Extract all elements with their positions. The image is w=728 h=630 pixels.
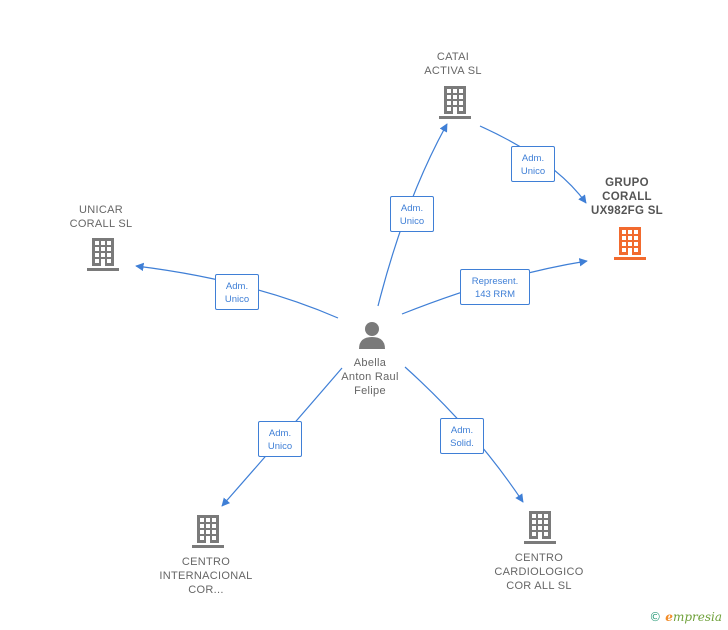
node-label-unicar[interactable]: UNICAR CORALL SL [69, 204, 133, 230]
edge-label-person-centro_int[interactable]: Adm. Unico [258, 421, 302, 457]
edge-label-person-grupo[interactable]: Represent. 143 RRM [460, 269, 530, 305]
edge-label-catai-grupo[interactable]: Adm. Unico [511, 146, 555, 182]
edge-label-person-unicar[interactable]: Adm. Unico [215, 274, 259, 310]
edge-label-person-catai[interactable]: Adm. Unico [390, 196, 434, 232]
building-icon-unicar[interactable] [87, 238, 119, 271]
node-label-grupo[interactable]: GRUPO CORALL UX982FG SL [590, 177, 664, 217]
node-label-centro_int[interactable]: CENTRO INTERNACIONAL COR... [159, 556, 253, 596]
person-icon[interactable] [359, 322, 385, 349]
building-icon-centro_int[interactable] [192, 515, 224, 548]
building-icon-catai[interactable] [439, 86, 471, 119]
edge-label-person-centro_card[interactable]: Adm. Solid. [440, 418, 484, 454]
node-label-catai[interactable]: CATAI ACTIVA SL [424, 51, 482, 77]
brand-initial: e [665, 610, 673, 624]
copyright-symbol: © [649, 610, 662, 624]
node-label-person[interactable]: Abella Anton Raul Felipe [341, 357, 399, 397]
empresia-logo[interactable]: ©empresia [649, 610, 722, 624]
building-icon-centro_card[interactable] [524, 511, 556, 544]
brand-name: mpresia [672, 610, 722, 624]
building-icon-grupo[interactable] [614, 227, 646, 260]
node-label-centro_card[interactable]: CENTRO CARDIOLOGICO COR ALL SL [494, 552, 584, 592]
